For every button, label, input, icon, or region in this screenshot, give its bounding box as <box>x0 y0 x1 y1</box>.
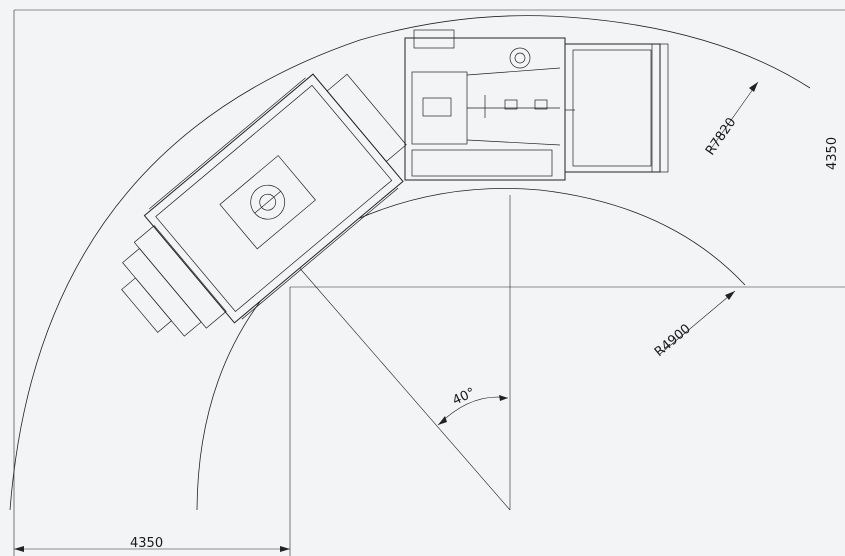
angle-marker: 40° <box>437 385 509 426</box>
outer-radius-label: R7820 <box>703 115 739 158</box>
bottom-width-label: 4350 <box>130 536 163 551</box>
outer-turning-arc <box>9 15 811 511</box>
construction-lines <box>289 195 845 556</box>
inner-turning-arc <box>196 188 746 511</box>
tractor-unit <box>404 29 669 181</box>
right-width-label: 4350 <box>825 137 840 170</box>
bottom-width-dimension: 4350 <box>14 536 290 552</box>
front-unit <box>121 73 407 337</box>
frame-lines <box>13 9 845 556</box>
outer-radius-dimension: R7820 <box>703 81 759 158</box>
angle-label: 40° <box>450 385 477 408</box>
inner-radius-label: R4900 <box>652 321 694 360</box>
inner-radius-dimension: R4900 <box>652 290 736 360</box>
